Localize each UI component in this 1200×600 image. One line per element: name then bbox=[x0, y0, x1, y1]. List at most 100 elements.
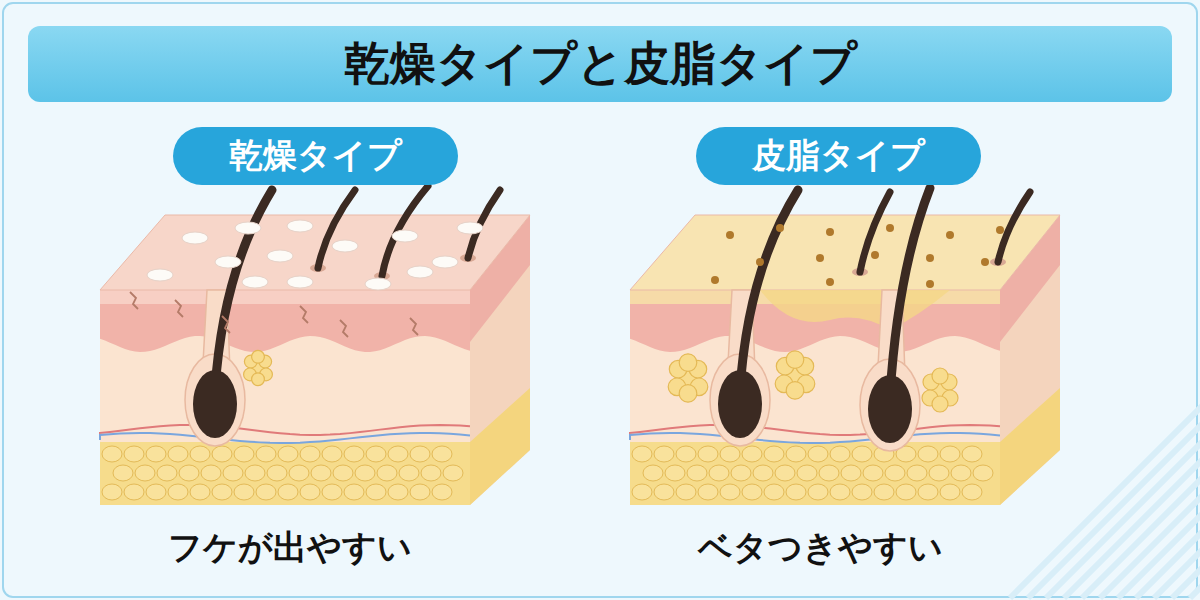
title-banner bbox=[28, 26, 1172, 102]
fat-cell bbox=[786, 446, 806, 462]
skin-crack bbox=[222, 316, 230, 333]
fat-cell bbox=[632, 484, 652, 500]
fat-cell bbox=[256, 484, 276, 500]
sebum-dot bbox=[756, 258, 764, 266]
fat-cell bbox=[190, 484, 210, 500]
sebum-dot bbox=[996, 226, 1004, 234]
fat-cell bbox=[344, 446, 364, 462]
skin-crack bbox=[130, 292, 138, 309]
fat-cell bbox=[830, 484, 850, 500]
gland-lobe bbox=[786, 351, 804, 369]
fat-cell bbox=[212, 446, 232, 462]
gland-lobe bbox=[252, 373, 265, 386]
fat-cell bbox=[146, 484, 166, 500]
gland-lobe bbox=[679, 354, 697, 372]
fat-cell bbox=[102, 484, 122, 500]
fat-cell bbox=[665, 465, 685, 481]
dandruff-flake bbox=[407, 266, 433, 278]
fat-cells bbox=[102, 446, 463, 500]
stripe bbox=[1172, 398, 1200, 598]
fat-cell bbox=[410, 484, 430, 500]
dandruff-flake bbox=[287, 276, 313, 288]
fat-cell bbox=[676, 446, 696, 462]
fat-cell bbox=[786, 484, 806, 500]
dry-skin-block bbox=[100, 186, 530, 505]
skin-crack bbox=[410, 318, 418, 335]
hair-bulb bbox=[718, 370, 762, 438]
fat-cell bbox=[432, 484, 452, 500]
sebum-dot bbox=[776, 224, 784, 232]
fat-cell bbox=[421, 465, 441, 481]
fat-cell bbox=[366, 446, 386, 462]
fat-cell bbox=[962, 484, 982, 500]
fat-cell bbox=[300, 484, 320, 500]
dandruff-flake bbox=[392, 230, 418, 242]
fat-cell bbox=[808, 484, 828, 500]
fat-cell bbox=[157, 465, 177, 481]
sebum-dot bbox=[816, 254, 824, 262]
stripe bbox=[1190, 398, 1200, 598]
sebaceous-gland bbox=[775, 351, 815, 399]
fat-cell bbox=[278, 446, 298, 462]
fat-cell bbox=[654, 484, 674, 500]
pill-text: 皮脂タイプ bbox=[752, 133, 925, 179]
fat-cell bbox=[709, 465, 729, 481]
fat-cell bbox=[388, 446, 408, 462]
dandruff-flake bbox=[215, 256, 241, 268]
fat-cell bbox=[377, 465, 397, 481]
sebum-dot bbox=[726, 231, 734, 239]
stripe bbox=[1046, 398, 1200, 598]
fat-cell bbox=[124, 446, 144, 462]
dermis bbox=[100, 290, 470, 505]
gland-lobe bbox=[679, 385, 697, 403]
dandruff-flake bbox=[365, 278, 391, 290]
fat-cell bbox=[742, 484, 762, 500]
sebum-dot bbox=[871, 251, 879, 259]
fat-cell bbox=[168, 484, 188, 500]
fat-cell bbox=[399, 465, 419, 481]
fat-cell bbox=[322, 446, 342, 462]
stripe bbox=[1136, 398, 1200, 598]
fat-layer bbox=[100, 442, 470, 505]
fat-cell bbox=[190, 446, 210, 462]
fat-cell bbox=[212, 484, 232, 500]
fat-cell bbox=[289, 465, 309, 481]
oily-skin-block bbox=[630, 188, 1060, 505]
fat-cell bbox=[234, 484, 254, 500]
skin-crack bbox=[175, 300, 183, 317]
side-fat bbox=[1000, 388, 1060, 505]
fat-cell bbox=[918, 484, 938, 500]
fat-cell bbox=[654, 446, 674, 462]
dandruff-flake bbox=[147, 269, 173, 281]
dandruff-flake bbox=[182, 232, 208, 244]
epidermis bbox=[630, 290, 1000, 352]
dandruff-flake bbox=[267, 250, 293, 262]
fat-cell bbox=[698, 484, 718, 500]
gland-lobe bbox=[252, 350, 265, 363]
type-pill: 乾燥タイプ bbox=[173, 127, 458, 185]
fat-cell bbox=[267, 465, 287, 481]
hair-shaft bbox=[740, 190, 798, 390]
hair-shaft bbox=[890, 188, 930, 395]
fat-cell bbox=[951, 465, 971, 481]
sebum-dot bbox=[981, 258, 989, 266]
fat-cell bbox=[973, 465, 993, 481]
pill-text: 乾燥タイプ bbox=[229, 133, 402, 179]
fat-cell bbox=[135, 465, 155, 481]
gland-lobe bbox=[786, 382, 804, 400]
fat-cell bbox=[333, 465, 353, 481]
fat-cell bbox=[764, 446, 784, 462]
type-pill: 皮脂タイプ bbox=[696, 127, 981, 185]
sebum-dot bbox=[826, 228, 834, 236]
hair-shaft bbox=[318, 190, 355, 268]
fat-cell bbox=[687, 465, 707, 481]
dandruff-flake bbox=[287, 220, 313, 232]
hair-shaft bbox=[215, 190, 272, 390]
dandruff-flake bbox=[242, 276, 268, 288]
fat-cell bbox=[300, 446, 320, 462]
fat-cell bbox=[443, 465, 463, 481]
blood-vessel bbox=[630, 433, 1000, 443]
fat-cell bbox=[731, 465, 751, 481]
fat-cell bbox=[896, 484, 916, 500]
fat-cell bbox=[223, 465, 243, 481]
